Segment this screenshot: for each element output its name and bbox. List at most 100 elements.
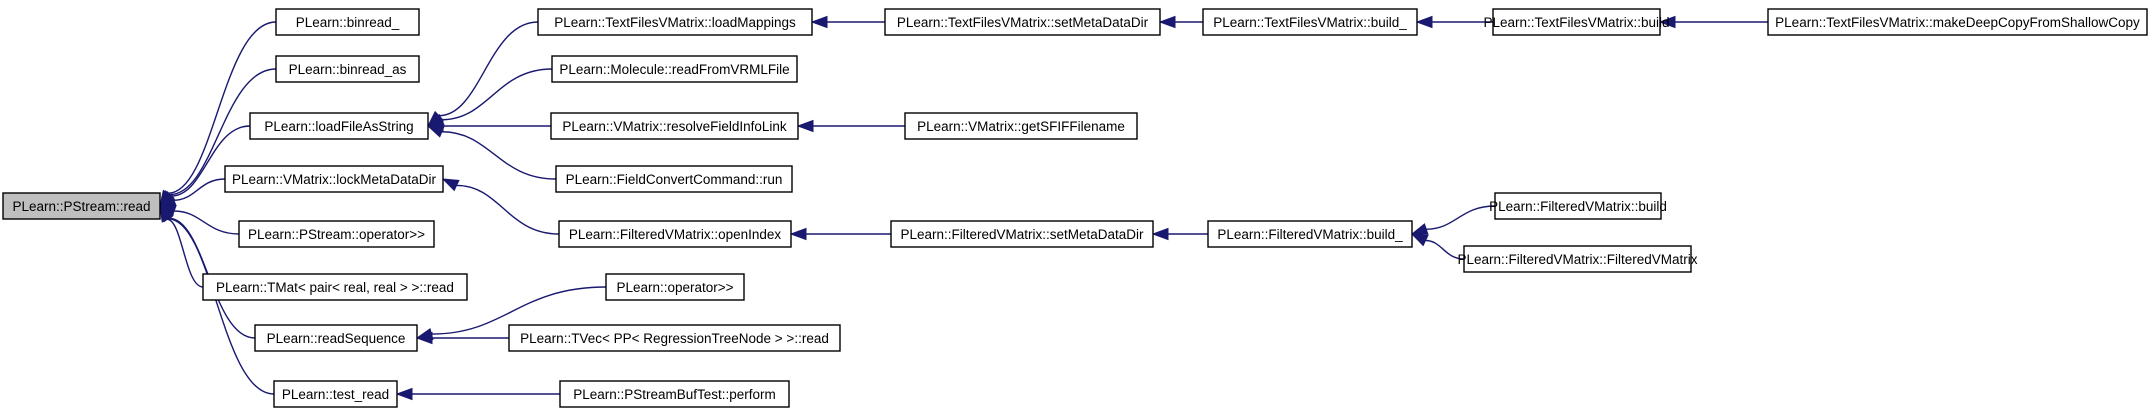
node-box [508, 324, 841, 352]
node-box [605, 273, 745, 301]
node-label: PLearn::FilteredVMatrix::setMetaDataDir [900, 227, 1144, 242]
call-edge [789, 227, 891, 241]
call-edge [426, 21, 539, 127]
graph-nodes: PLearn::PStream::readPLearn::binread_PLe… [2, 8, 2148, 408]
call-edge [395, 387, 560, 401]
node-label: PLearn::binread_ [296, 15, 400, 30]
node-box [224, 165, 444, 193]
node-label: PLearn::PStream::operator>> [248, 227, 425, 242]
node-label: PLearn::PStreamBufTest::perform [573, 387, 776, 402]
function-node[interactable]: PLearn::FilteredVMatrix::setMetaDataDir [890, 220, 1154, 248]
function-node[interactable]: PLearn::VMatrix::lockMetaDataDir [224, 165, 444, 193]
call-edge [1410, 205, 1496, 235]
function-node[interactable]: PLearn::PStreamBufTest::perform [559, 380, 790, 408]
node-label: PLearn::VMatrix::resolveFieldInfoLink [562, 119, 787, 134]
call-edge [796, 119, 905, 133]
function-node[interactable]: PLearn::FilteredVMatrix::openIndex [558, 220, 792, 248]
call-edge [441, 178, 560, 235]
function-node[interactable]: PLearn::PStream::operator>> [238, 220, 435, 248]
edge-line [456, 184, 560, 235]
edge-line [171, 125, 251, 197]
node-label: PLearn::binread_as [289, 62, 407, 77]
function-node[interactable]: PLearn::binread_ [275, 8, 420, 36]
call-edge [1158, 15, 1203, 29]
node-label: PLearn::test_read [282, 387, 389, 402]
function-node[interactable]: PLearn::TVec< PP< RegressionTreeNode > >… [508, 324, 841, 352]
node-label: PLearn::VMatrix::getSFIFFilename [917, 119, 1125, 134]
edge-line [1426, 205, 1496, 230]
function-node[interactable]: PLearn::Molecule::readFromVRMLFile [551, 55, 798, 83]
function-node[interactable]: PLearn::test_read [273, 380, 398, 408]
node-label: PLearn::Molecule::readFromVRMLFile [559, 62, 789, 77]
edge-arrowhead [810, 15, 828, 29]
node-label: PLearn::TextFilesVMatrix::build_ [1213, 15, 1407, 30]
edge-line [173, 178, 226, 201]
node-box [1492, 8, 1661, 36]
edge-arrowhead [1410, 233, 1429, 247]
node-box [249, 112, 429, 140]
edge-arrowhead [415, 331, 433, 345]
node-label: PLearn::PStream::read [12, 199, 150, 214]
edge-arrowhead [1415, 15, 1433, 29]
node-label: PLearn::FieldConvertCommand::run [566, 172, 783, 187]
call-edge [426, 119, 551, 133]
root-function-node: PLearn::PStream::read [2, 192, 161, 220]
node-box [904, 112, 1138, 140]
function-node[interactable]: PLearn::TextFilesVMatrix::build [1483, 8, 1670, 36]
call-edge [1658, 15, 1768, 29]
edge-line [166, 218, 204, 288]
node-label: PLearn::FilteredVMatrix::build [1489, 199, 1667, 214]
node-box [537, 8, 813, 36]
node-label: PLearn::TextFilesVMatrix::setMetaDataDir [897, 15, 1149, 30]
function-node[interactable]: PLearn::TMat< pair< real, real > >::read [202, 273, 468, 301]
call-edge [426, 68, 553, 127]
edge-line [1425, 239, 1465, 260]
node-box [559, 380, 790, 408]
function-node[interactable]: PLearn::loadFileAsString [249, 112, 429, 140]
function-node[interactable]: PLearn::operator>> [605, 273, 745, 301]
function-node[interactable]: PLearn::FilteredVMatrix::build_ [1207, 220, 1413, 248]
node-box [551, 55, 798, 83]
edge-line [438, 21, 539, 117]
edge-arrowhead [1410, 223, 1429, 235]
function-node[interactable]: PLearn::FieldConvertCommand::run [555, 165, 793, 193]
graph-edges [158, 15, 1768, 401]
edge-line [174, 210, 240, 235]
function-node[interactable]: PLearn::VMatrix::resolveFieldInfoLink [550, 112, 799, 140]
node-box [550, 112, 799, 140]
node-box [558, 220, 792, 248]
edge-arrowhead [796, 119, 814, 133]
edge-arrowhead [441, 178, 460, 192]
edge-arrowhead [1151, 227, 1169, 241]
function-node[interactable]: PLearn::TextFilesVMatrix::makeDeepCopyFr… [1767, 8, 2148, 36]
node-box [2, 192, 161, 220]
function-node[interactable]: PLearn::TextFilesVMatrix::setMetaDataDir [884, 8, 1161, 36]
function-node[interactable]: PLearn::FilteredVMatrix::FilteredVMatrix [1457, 245, 1698, 273]
node-label: PLearn::VMatrix::lockMetaDataDir [232, 172, 437, 187]
node-label: PLearn::operator>> [616, 280, 733, 295]
edge-line [167, 21, 277, 195]
function-node[interactable]: PLearn::binread_as [275, 55, 420, 83]
node-label: PLearn::TextFilesVMatrix::makeDeepCopyFr… [1775, 15, 2140, 30]
node-box [1494, 192, 1662, 220]
node-label: PLearn::TMat< pair< real, real > >::read [216, 280, 454, 295]
function-node[interactable]: PLearn::readSequence [254, 324, 418, 352]
edge-arrowhead [1158, 15, 1176, 29]
node-box [1202, 8, 1418, 36]
edge-arrowhead [789, 227, 807, 241]
call-edge [1151, 227, 1208, 241]
node-label: PLearn::FilteredVMatrix::openIndex [569, 227, 782, 242]
edge-line [431, 286, 607, 335]
function-node[interactable]: PLearn::VMatrix::getSFIFFilename [904, 112, 1138, 140]
edge-line [167, 218, 275, 395]
node-box [254, 324, 418, 352]
function-node[interactable]: PLearn::FilteredVMatrix::build [1489, 192, 1667, 220]
node-box [1767, 8, 2148, 36]
node-box [890, 220, 1154, 248]
function-node[interactable]: PLearn::TextFilesVMatrix::loadMappings [537, 8, 813, 36]
node-box [884, 8, 1161, 36]
node-label: PLearn::FilteredVMatrix::FilteredVMatrix [1457, 252, 1697, 267]
function-node[interactable]: PLearn::TextFilesVMatrix::build_ [1202, 8, 1418, 36]
node-box [273, 380, 398, 408]
